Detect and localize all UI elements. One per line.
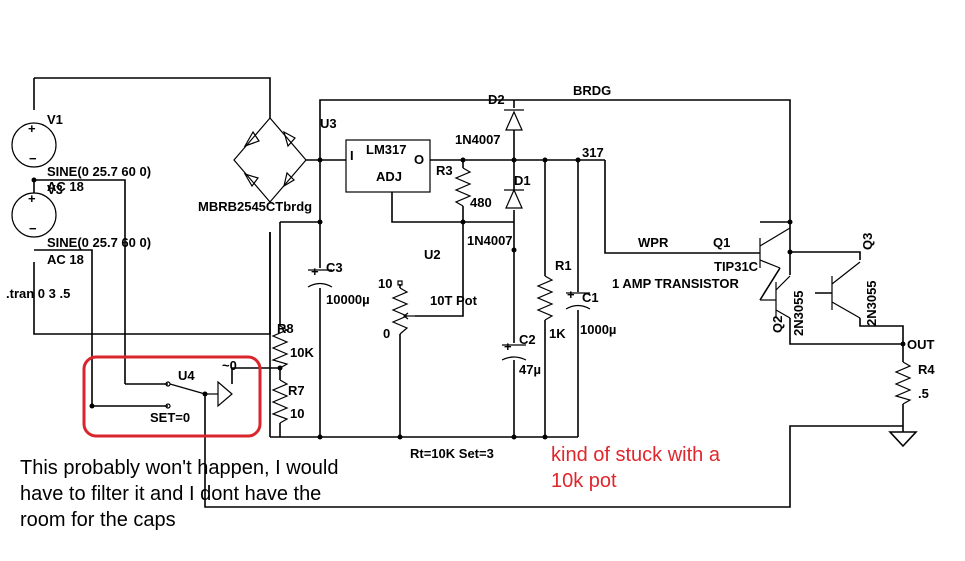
r4-resistor [894,361,912,405]
label-sine-1: SINE(0 25.7 60 0) [47,164,151,179]
q2-transistor [760,275,791,319]
label-d2: D2 [488,92,505,107]
r3-resistor [454,167,472,207]
d1-diode [504,188,524,209]
label-d1: D1 [514,173,531,188]
svg-text:−: − [29,151,37,166]
label-c1: C1 [582,290,599,305]
label-c3: C3 [326,260,343,275]
label-r3-value: 480 [470,195,492,210]
junction-dots [31,157,906,440]
label-r8-value: 10K [290,345,314,360]
lm317-regulator [345,139,431,193]
label-u4: U4 [178,368,195,383]
c1-capacitor: + [565,287,591,310]
label-sine-2: SINE(0 25.7 60 0) [47,235,151,250]
label-q2: Q2 [770,316,785,333]
wiring [33,77,918,508]
r1-resistor [536,275,554,321]
label-pot-0: 0 [383,326,390,341]
label-d2-part: 1N4007 [455,132,501,147]
label-c2: C2 [519,332,536,347]
label-d1-part: 1N4007 [467,233,513,248]
bridge-rectifier [233,117,307,203]
label-q1: Q1 [713,235,730,250]
svg-text:+: + [504,339,512,354]
d2-diode [504,109,524,131]
svg-text:+: + [567,287,575,302]
label-out: OUT [907,337,935,352]
label-1amp: 1 AMP TRANSISTOR [612,276,740,291]
label-317-net: 317 [582,145,604,160]
label-u3: U3 [320,116,337,131]
c3-capacitor: + [307,264,333,288]
label-r4-value: .5 [918,386,929,401]
label-r1: R1 [555,258,572,273]
label-10t-pot: 10T Pot [430,293,478,308]
label-wpr: WPR [638,235,669,250]
label-adj: ADJ [376,169,402,184]
label-tilde-0: ~0 [222,358,237,373]
label-ac-1: AC 18 [47,179,84,194]
label-brdg: BRDG [573,83,611,98]
r7-resistor [271,379,289,424]
label-pot-10: 10 [378,276,392,291]
label-q3-part: 2N3055 [864,280,879,326]
label-r8: R8 [277,321,294,336]
c2-capacitor: + [501,339,527,361]
q3-transistor [831,261,861,319]
label-c1-value: 1000µ [580,322,616,337]
label-v3: V3 [47,182,63,197]
u4-switch [165,380,233,409]
u2-potentiometer [391,280,415,335]
v1-source: + − [11,121,57,168]
svg-text:+: + [28,191,36,206]
svg-text:−: − [29,221,37,236]
label-r4: R4 [918,362,935,377]
svg-text:+: + [28,121,36,136]
label-r7: R7 [288,383,305,398]
label-set0: SET=0 [150,410,190,425]
label-lm317-i: I [350,148,354,163]
label-q2-part: 2N3055 [791,290,806,336]
label-q3: Q3 [860,233,875,250]
label-lm317-o: O [414,152,424,167]
label-r1-value: 1K [549,326,566,341]
label-rt: Rt=10K Set=3 [410,446,494,461]
label-bridge-part: MBRB2545CTbrdg [198,199,312,214]
label-ac-2: AC 18 [47,252,84,267]
label-u2: U2 [424,247,441,262]
q1-transistor [759,227,791,269]
highlight-box [82,355,262,438]
svg-text:+: + [311,264,319,279]
label-lm317: LM317 [366,142,406,157]
label-tran: .tran 0 3 .5 [6,286,70,301]
annotation-red-note: kind of stuck with a 10k pot [551,444,720,492]
label-v1: V1 [47,112,63,127]
r8-resistor [271,325,289,369]
v3-source: + − [11,191,57,238]
label-c2-value: 47µ [519,362,541,377]
label-r7-value: 10 [290,406,304,421]
label-tip31c: TIP31C [714,259,759,274]
label-r3: R3 [436,163,453,178]
label-c3-value: 10000µ [326,292,370,307]
annotation-note: This probably won't happen, I would have… [20,457,339,531]
